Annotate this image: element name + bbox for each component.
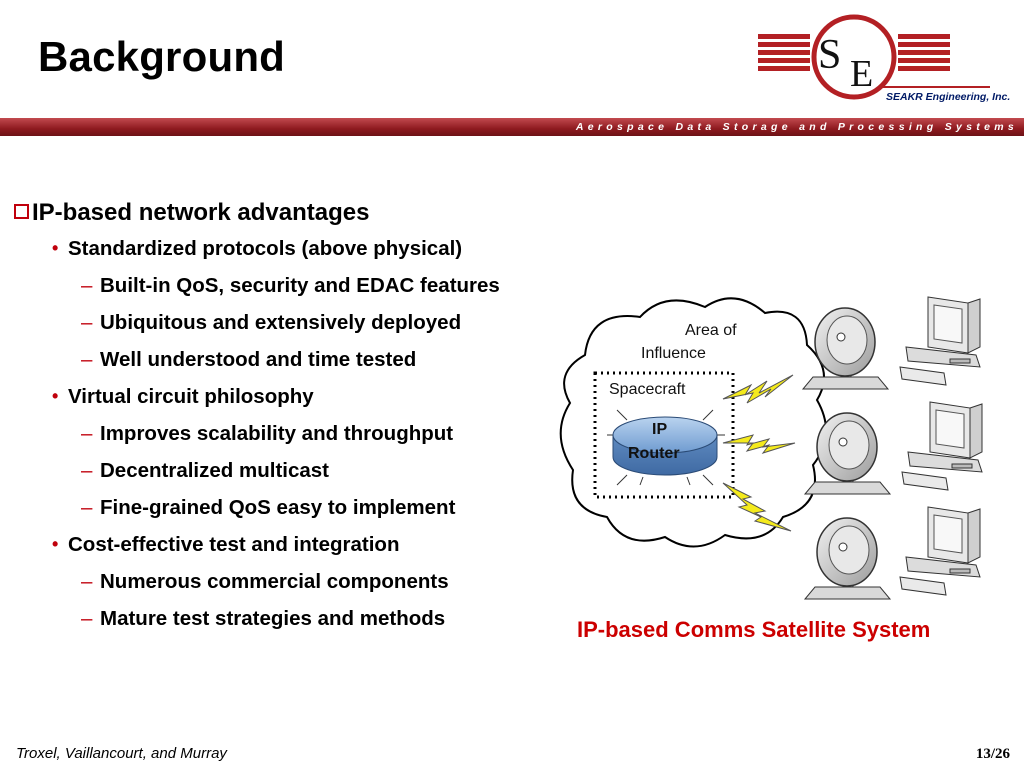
- group-label: Cost-effective test and integration: [68, 533, 400, 556]
- sub-bullet: – Decentralized multicast: [14, 452, 614, 489]
- router-label-router: Router: [628, 445, 680, 462]
- group-bullet: • Virtual circuit philosophy: [14, 378, 614, 415]
- logo-letter-s: S: [818, 32, 841, 78]
- dash-bullet-icon: –: [81, 348, 93, 371]
- dash-bullet-icon: –: [81, 607, 93, 630]
- ground-dish-icon: [801, 307, 890, 390]
- group-bullet: • Standardized protocols (above physical…: [14, 230, 614, 267]
- logo-company-name: SEAKR Engineering, Inc.: [886, 91, 1011, 103]
- seakr-logo-graphic: S E: [758, 14, 990, 100]
- sub-bullet: – Numerous commercial components: [14, 563, 614, 600]
- sub-bullet-text: Mature test strategies and methods: [100, 607, 446, 630]
- sub-bullet-text: Built-in QoS, security and EDAC features: [100, 274, 500, 297]
- group-label: Standardized protocols (above physical): [68, 237, 463, 260]
- link-lightning-icon: [722, 374, 794, 404]
- ground-dish-icon: [803, 517, 892, 600]
- group-label: Virtual circuit philosophy: [68, 385, 314, 408]
- dash-bullet-icon: –: [81, 570, 93, 593]
- workstation-computer-icon: [901, 401, 983, 491]
- workstation-computer-icon: [899, 296, 981, 386]
- diagram-caption: IP-based Comms Satellite System: [577, 617, 931, 642]
- sub-bullet-text: Ubiquitous and extensively deployed: [100, 311, 462, 334]
- sub-bullet-text: Decentralized multicast: [100, 459, 329, 482]
- heading-bullet: IP-based network advantages: [14, 196, 614, 230]
- sub-bullet: – Fine-grained QoS easy to implement: [14, 489, 614, 526]
- router-label-ip: IP: [652, 421, 667, 438]
- sub-bullet: – Improves scalability and throughput: [14, 415, 614, 452]
- workstation-computer-icon: [899, 506, 981, 596]
- footer-authors: Troxel, Vaillancourt, and Murray: [16, 745, 227, 762]
- dash-bullet-icon: –: [81, 459, 93, 482]
- heading-text: IP-based network advantages: [32, 199, 370, 226]
- sub-bullet-text: Fine-grained QoS easy to implement: [100, 496, 456, 519]
- dash-bullet-icon: –: [81, 311, 93, 334]
- sub-bullet-text: Numerous commercial components: [100, 570, 449, 593]
- dash-bullet-icon: –: [81, 422, 93, 445]
- bullet-content: IP-based network advantages • Standardiz…: [14, 196, 614, 637]
- cloud-label-line2: Influence: [641, 345, 706, 362]
- bullet-dot-icon: •: [52, 238, 59, 258]
- company-logo: S E SEAKR Engineering, Inc.: [758, 10, 1010, 106]
- ground-dish-icon: [803, 412, 892, 495]
- cloud-label-line1: Area of: [685, 322, 737, 339]
- square-bullet-icon: [14, 204, 29, 219]
- slide-title: Background: [38, 33, 286, 80]
- spacecraft-label: Spacecraft: [609, 381, 686, 398]
- page-number: 13/26: [975, 746, 1010, 762]
- spacecraft-box: [593, 371, 735, 499]
- ip-router-icon: IP Router: [607, 409, 725, 486]
- sub-bullet: – Built-in QoS, security and EDAC featur…: [14, 267, 614, 304]
- header-bar: Aerospace Data Storage and Processing Sy…: [0, 118, 1024, 136]
- header-tagline: Aerospace Data Storage and Processing Sy…: [575, 121, 1018, 133]
- logo-letter-e: E: [850, 53, 873, 95]
- sub-bullet-text: Well understood and time tested: [100, 348, 417, 371]
- link-lightning-icon: [722, 434, 796, 454]
- bullet-dot-icon: •: [52, 534, 59, 554]
- satellite-diagram: Area of Influence Spacecraft IP Router: [555, 285, 1015, 605]
- sub-bullet: – Mature test strategies and methods: [14, 600, 614, 637]
- sub-bullet: – Well understood and time tested: [14, 341, 614, 378]
- sub-bullet-text: Improves scalability and throughput: [100, 422, 454, 445]
- sub-bullet: – Ubiquitous and extensively deployed: [14, 304, 614, 341]
- bullet-dot-icon: •: [52, 386, 59, 406]
- group-bullet: • Cost-effective test and integration: [14, 526, 614, 563]
- link-lightning-icon: [722, 482, 792, 532]
- dash-bullet-icon: –: [81, 496, 93, 519]
- dash-bullet-icon: –: [81, 274, 93, 297]
